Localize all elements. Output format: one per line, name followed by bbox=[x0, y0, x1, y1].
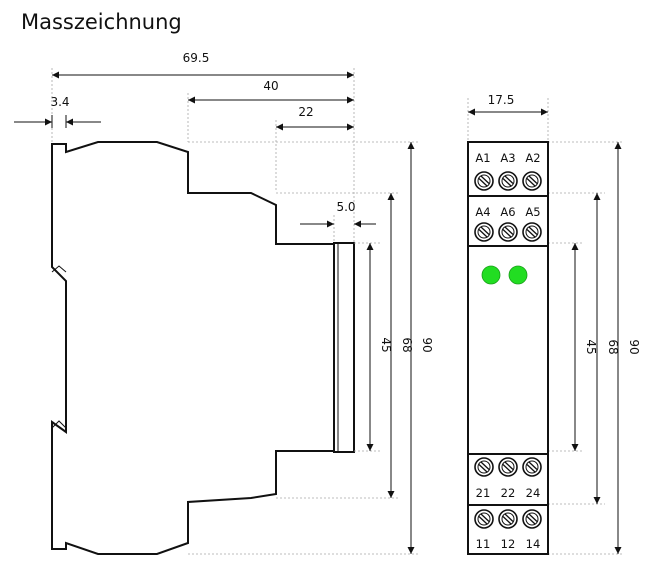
dim-label-front-68: 68 bbox=[606, 339, 620, 354]
terminal-label-22: 22 bbox=[501, 486, 516, 500]
side-view bbox=[51, 141, 355, 555]
terminal-screw-icon bbox=[474, 222, 494, 242]
dim-label-22: 22 bbox=[298, 105, 313, 119]
front-view: A1 A3 A2 A4 A6 A5 21 22 24 11 12 14 bbox=[467, 141, 549, 555]
terminal-label-a3: A3 bbox=[500, 151, 515, 165]
terminal-screw-icon bbox=[522, 457, 542, 477]
terminal-screw-icon bbox=[498, 509, 518, 529]
led-indicator-left bbox=[481, 265, 501, 285]
extension-lines bbox=[51, 68, 622, 555]
terminal-screw-icon bbox=[474, 509, 494, 529]
terminal-label-a1: A1 bbox=[475, 151, 490, 165]
terminal-screw-icon bbox=[522, 509, 542, 529]
terminal-label-21: 21 bbox=[476, 486, 491, 500]
terminal-screw-icon bbox=[474, 457, 494, 477]
terminal-label-a6: A6 bbox=[500, 205, 515, 219]
terminal-label-14: 14 bbox=[526, 537, 541, 551]
rail-clip-bottom bbox=[51, 420, 67, 429]
terminal-screw-icon bbox=[522, 171, 542, 191]
terminal-screw-icon bbox=[474, 171, 494, 191]
terminal-screw-icon bbox=[498, 457, 518, 477]
terminal-screw-icon bbox=[522, 222, 542, 242]
dim-label-side-68: 68 bbox=[400, 337, 414, 352]
front-housing bbox=[467, 141, 549, 555]
dim-label-front-90: 90 bbox=[627, 339, 641, 354]
dim-label-3-4: 3.4 bbox=[50, 95, 69, 109]
side-front-plate bbox=[333, 242, 355, 453]
dim-label-front-45: 45 bbox=[584, 339, 598, 354]
page-title: Masszeichnung bbox=[21, 10, 182, 34]
terminal-label-a2: A2 bbox=[525, 151, 540, 165]
terminal-label-24: 24 bbox=[526, 486, 541, 500]
terminal-label-12: 12 bbox=[501, 537, 516, 551]
dim-label-side-45: 45 bbox=[379, 337, 393, 352]
terminal-label-a5: A5 bbox=[525, 205, 540, 219]
dimension-labels: 69.5 40 22 3.4 5.0 17.5 45 68 90 45 68 9… bbox=[50, 51, 641, 355]
dimension-lines bbox=[14, 71, 622, 554]
dim-label-5-0: 5.0 bbox=[336, 200, 355, 214]
dim-label-side-90: 90 bbox=[420, 337, 434, 352]
dim-label-17-5: 17.5 bbox=[488, 93, 515, 107]
terminal-screw-icon bbox=[498, 222, 518, 242]
dim-label-40: 40 bbox=[263, 79, 278, 93]
led-indicator-right bbox=[508, 265, 528, 285]
terminal-screws bbox=[474, 171, 542, 529]
side-housing-outline bbox=[51, 141, 335, 555]
terminal-label-11: 11 bbox=[476, 537, 491, 551]
rail-clip-top bbox=[51, 265, 67, 273]
terminal-screw-icon bbox=[498, 171, 518, 191]
terminal-label-a4: A4 bbox=[475, 205, 490, 219]
dim-label-69-5: 69.5 bbox=[183, 51, 210, 65]
